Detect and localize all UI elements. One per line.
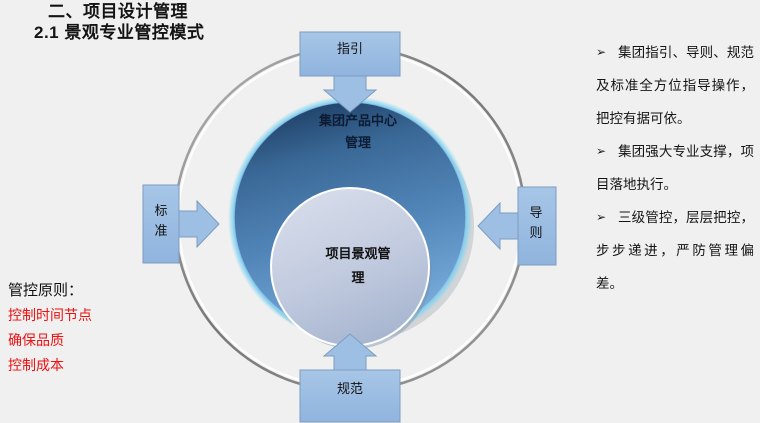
box-right-daoze — [477, 186, 557, 266]
arrow-left-icon — [477, 201, 519, 251]
box-top-zhiyin — [299, 31, 401, 113]
box-left-biaozhun — [142, 184, 220, 264]
arrow-up-icon — [322, 333, 378, 371]
page-title: 二、项目设计管理 — [48, 2, 188, 21]
principle-item: 确保品质 — [8, 332, 64, 348]
bullet-item: ➢ 三级管控，层层把控，步步递进，严防管理偏差。 — [596, 201, 754, 300]
bullet-arrow-icon: ➢ — [596, 45, 607, 59]
principle-item: 控制时间节点 — [8, 307, 92, 323]
bullet-list: ➢ 集团指引、导则、规范及标准全方位指导操作，把控有据可依。 ➢ 集团强大专业支… — [596, 36, 754, 300]
page-subtitle: 2.1 景观专业管控模式 — [34, 23, 205, 42]
bullet-item: ➢ 集团指引、导则、规范及标准全方位指导操作，把控有据可依。 — [596, 36, 754, 135]
arrow-down-icon — [322, 75, 378, 113]
inner-circle — [270, 187, 432, 349]
bullet-text: 集团强大专业支撑，项目落地执行。 — [596, 144, 754, 192]
principles-heading: 管控原则： — [8, 282, 84, 299]
bullet-text: 三级管控，层层把控，步步递进，严防管理偏差。 — [596, 210, 754, 291]
bullet-item: ➢ 集团强大专业支撑，项目落地执行。 — [596, 135, 754, 201]
box-bottom-guifan — [299, 333, 401, 423]
bullet-text: 集团指引、导则、规范及标准全方位指导操作，把控有据可依。 — [596, 45, 754, 126]
title-block: 二、项目设计管理 2.1 景观专业管控模式 — [34, 2, 448, 43]
bullet-arrow-icon: ➢ — [596, 210, 607, 224]
principle-item: 控制成本 — [8, 357, 64, 373]
management-model-diagram: 集团产品中心 管理 项目景观管 理 指引 规范 标 准 导 则 — [130, 18, 570, 423]
bullet-arrow-icon: ➢ — [596, 144, 607, 158]
arrow-right-icon — [178, 199, 220, 249]
principles-panel: 管控原则： 控制时间节点 确保品质 控制成本 — [8, 278, 178, 378]
